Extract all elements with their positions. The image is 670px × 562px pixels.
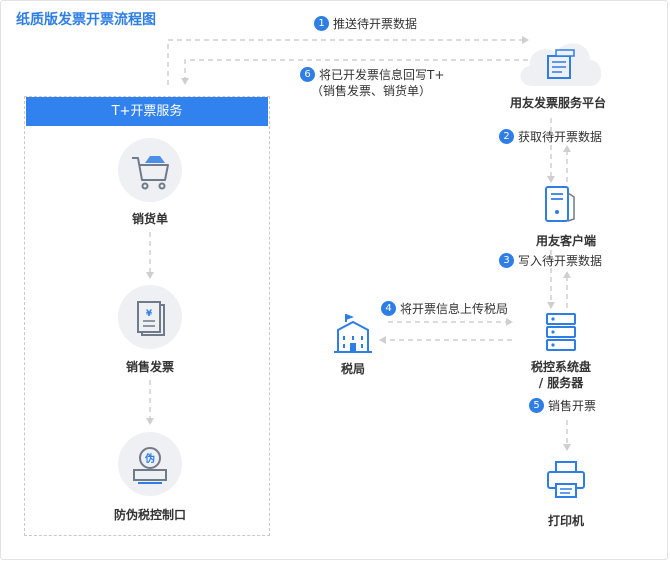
step-3-label: 3 写入待开票数据 — [499, 252, 602, 269]
tax-control-icon: 伪 — [133, 447, 167, 484]
step-6-label: 6 将已开发票信息回写T+ — [300, 66, 444, 83]
sales-order-label: 销货单 — [131, 212, 169, 226]
diagram-title: 纸质版发票开票流程图 — [16, 12, 156, 28]
step-1-text: 推送待开票数据 — [333, 17, 418, 31]
step-5-number: 5 — [529, 398, 544, 413]
server-icon — [546, 313, 576, 351]
step-6-text: 将已开发票信息回写T+ — [319, 68, 445, 82]
step-5-label: 5 销售开票 — [529, 397, 596, 414]
step-6-subtext: （销售发票、销货单） — [311, 84, 432, 98]
building-icon — [334, 314, 372, 353]
tax-disk-label-line1: 税控系统盘 — [530, 360, 592, 374]
tax-disk-label-line2: / 服务器 — [538, 376, 584, 390]
service-box — [24, 96, 270, 536]
step-6-number: 6 — [300, 67, 315, 82]
step-4-number: 4 — [381, 301, 396, 316]
printer-icon — [547, 461, 585, 498]
printer-label: 打印机 — [547, 514, 585, 528]
platform-label: 用友发票服务平台 — [509, 96, 607, 110]
service-box-header: T+开票服务 — [26, 97, 268, 126]
sales-order-node — [118, 138, 182, 202]
step-2-text: 获取待开票数据 — [518, 130, 603, 144]
step-4-label: 4 将开票信息上传税局 — [381, 300, 508, 317]
step-1-label: 1 推送待开票数据 — [314, 15, 417, 32]
arrow-step-1 — [167, 36, 529, 85]
step-3-number: 3 — [499, 253, 514, 268]
invoice-icon: ¥ — [137, 301, 165, 336]
sales-invoice-node: ¥ — [118, 285, 182, 349]
step-1-number: 1 — [314, 16, 329, 31]
arrow-step-6 — [181, 59, 528, 85]
step-3-text: 写入待开票数据 — [518, 254, 603, 268]
svg-text:¥: ¥ — [146, 309, 153, 319]
client-label: 用友客户端 — [535, 234, 597, 248]
step-2-label: 2 获取待开票数据 — [499, 128, 602, 145]
svg-text:伪: 伪 — [144, 452, 155, 465]
cloud-platform-icon — [520, 43, 602, 86]
tax-bureau-label: 税局 — [340, 362, 366, 376]
sales-invoice-label: 销售发票 — [125, 360, 175, 374]
step-4-text: 将开票信息上传税局 — [400, 302, 509, 316]
step-5-text: 销售开票 — [548, 399, 597, 413]
shopping-cart-icon — [132, 156, 169, 190]
tax-control-node: 伪 — [118, 432, 182, 496]
computer-icon — [545, 186, 575, 222]
tax-control-label: 防伪税控制口 — [113, 508, 187, 522]
step-2-number: 2 — [499, 129, 514, 144]
